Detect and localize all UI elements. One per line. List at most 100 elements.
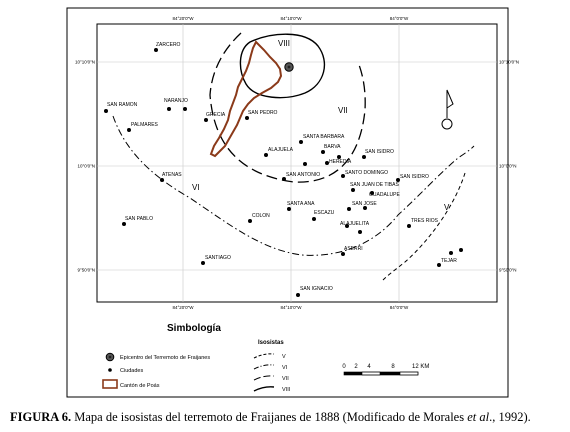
city-label-san-pedro: SAN PEDRO (248, 110, 278, 116)
city-label-santa-ana: SANTA ANA (287, 201, 315, 207)
legend-title: Simbología (167, 323, 221, 334)
lat-label-left-2: 10°0'0"N (77, 164, 95, 169)
city-label-palmares: PALMARES (131, 122, 159, 128)
lon-label-bottom-1: 84°20'0"W (172, 305, 194, 310)
city-label-guadalupe: GUADALUPE (369, 192, 401, 198)
legend-v-line (253, 353, 275, 359)
city-label-santiago: SANTIAGO (205, 255, 231, 261)
scale-tick-12: 12 KM (412, 364, 429, 370)
isoseismal-map: 84°20'0"W 84°10'0"W 84°0'0"W 84°20'0"W 8… (66, 7, 519, 398)
scale-tick-0: 0 (342, 364, 346, 370)
scale-tick-8: 8 (391, 364, 395, 370)
lon-label-bottom-2: 84°10'0"W (280, 305, 302, 310)
city-label-san-ignacio: SAN IGNACIO (300, 286, 333, 292)
caption-label: FIGURA 6. (10, 410, 72, 424)
lon-label-top-1: 84°20'0"W (172, 16, 194, 21)
city-label-escazu: ESCAZU (314, 210, 335, 216)
legend-viii-label: VIII (282, 387, 291, 393)
isoseismal-viii (239, 33, 326, 99)
legend-epicenter-item: Epicentro del Terremoto de Fraijanes (105, 352, 210, 362)
city-label-grecia: GRECIA (206, 112, 226, 118)
city-dot-heredia-2 (303, 162, 307, 166)
city-dot-san-juan-de-tibas (351, 188, 355, 192)
north-arrow-icon (441, 89, 454, 130)
city-dot-guadalupe (370, 191, 374, 195)
lon-label-top-3: 84°0'0"W (390, 16, 409, 21)
canton-poas-boundary (209, 40, 283, 158)
caption-italic: et al (467, 410, 490, 424)
city-label-san-antonio: SAN ANTONIO (286, 172, 320, 178)
city-dot-palmares (127, 128, 131, 132)
legend-vi-label: VI (282, 365, 288, 371)
city-label-san-isidro-north: SAN ISIDRO (365, 149, 394, 155)
city-dot-atenas (160, 178, 164, 182)
city-dot-tejar-3 (459, 248, 463, 252)
city-dot-heredia (325, 161, 329, 165)
city-label-san-jose: SAN JOSE (352, 201, 377, 207)
city-dot-naranjo (167, 107, 171, 111)
figure-caption: FIGURA 6. Mapa de isosistas del terremot… (10, 410, 565, 425)
isoseismal-vi (112, 115, 475, 256)
epicenter-symbol (284, 62, 294, 72)
city-label-zarcero: ZARCERO (156, 42, 181, 48)
city-label-atenas: ATENAS (162, 172, 182, 178)
city-label-santa-barbara: SANTA BARBARA (303, 134, 345, 140)
legend-canton-label: Cantón de Poás (120, 383, 160, 389)
scale-tick-2: 2 (354, 364, 358, 370)
city-dot-alajuelita (345, 224, 349, 228)
legend-isosistas-items (253, 353, 275, 392)
city-dot-alajuelita-2 (358, 230, 362, 234)
city-dot-tejar-2 (449, 251, 453, 255)
lat-label-right-3: 9°50'0"N (499, 268, 517, 273)
city-dot-santa-ana (287, 207, 291, 211)
city-dot-tejar (437, 263, 441, 267)
city-label-heredia: HEREDIA (329, 159, 352, 165)
scale-bar (343, 371, 419, 376)
city-dot-san-ignacio (296, 293, 300, 297)
scale-tick-4: 4 (367, 364, 371, 370)
legend-epicenter-label: Epicentro del Terremoto de Fraijanes (120, 355, 210, 361)
lat-label-right-2: 10°0'0"N (499, 164, 517, 169)
city-dot-san-isidro-east (396, 178, 400, 182)
city-dot-colon (248, 219, 252, 223)
city-label-san-juan-de-tibas: SAN JUAN DE TIBAS (350, 182, 399, 188)
legend-viii-line (253, 386, 275, 392)
lon-label-top-2: 84°10'0"W (280, 16, 302, 21)
city-dot-aserri (341, 252, 345, 256)
city-dot-barva (321, 150, 325, 154)
city-dot-zarcero (154, 48, 158, 52)
city-dot-san-jose-2 (363, 206, 367, 210)
city-dot-san-isidro-north (362, 155, 366, 159)
city-dot-escazu (312, 217, 316, 221)
city-label-tejar: TEJAR (441, 258, 457, 264)
city-dot-santiago (201, 261, 205, 265)
lat-label-left-3: 9°50'0"N (77, 268, 95, 273)
isoseismal-label-viii: VIII (278, 39, 290, 48)
city-dot-san-pedro (245, 116, 249, 120)
city-dot-barva-2 (337, 155, 341, 159)
city-label-san-pablo: SAN PABLO (125, 216, 153, 222)
isoseismal-label-vii: VII (338, 106, 348, 115)
isoseismal-v (382, 172, 466, 281)
lon-label-bottom-3: 84°0'0"W (390, 305, 409, 310)
isoseismal-label-vi: VI (192, 183, 200, 192)
map-frame (96, 23, 498, 303)
legend-canton-item: Cantón de Poás (102, 379, 160, 389)
legend-cities-label: Ciudades (120, 368, 143, 374)
city-dot-santa-barbara (299, 140, 303, 144)
legend-cities-item: Ciudades (108, 368, 143, 374)
isoseismal-vii (209, 32, 366, 183)
caption-text-after: ., 1992). (489, 410, 531, 424)
city-label-aserri: ASERRI (344, 246, 363, 252)
city-label-santo-domingo: SANTO DOMINGO (345, 170, 388, 176)
caption-text-before: Mapa de isosistas del terremoto de Fraij… (71, 410, 468, 424)
city-dot-grecia (204, 118, 208, 122)
city-label-tres-rios: TRES RIOS (411, 218, 439, 224)
city-dot-tres-rios (407, 224, 411, 228)
legend-vii-line (253, 375, 275, 381)
city-dot-santo-domingo (341, 174, 345, 178)
city-dot-san-jose (347, 207, 351, 211)
city-label-san-isidro-east: SAN ISIDRO (400, 174, 429, 180)
legend-vii-label: VII (282, 376, 289, 382)
isoseismal-label-v: V (444, 203, 450, 212)
